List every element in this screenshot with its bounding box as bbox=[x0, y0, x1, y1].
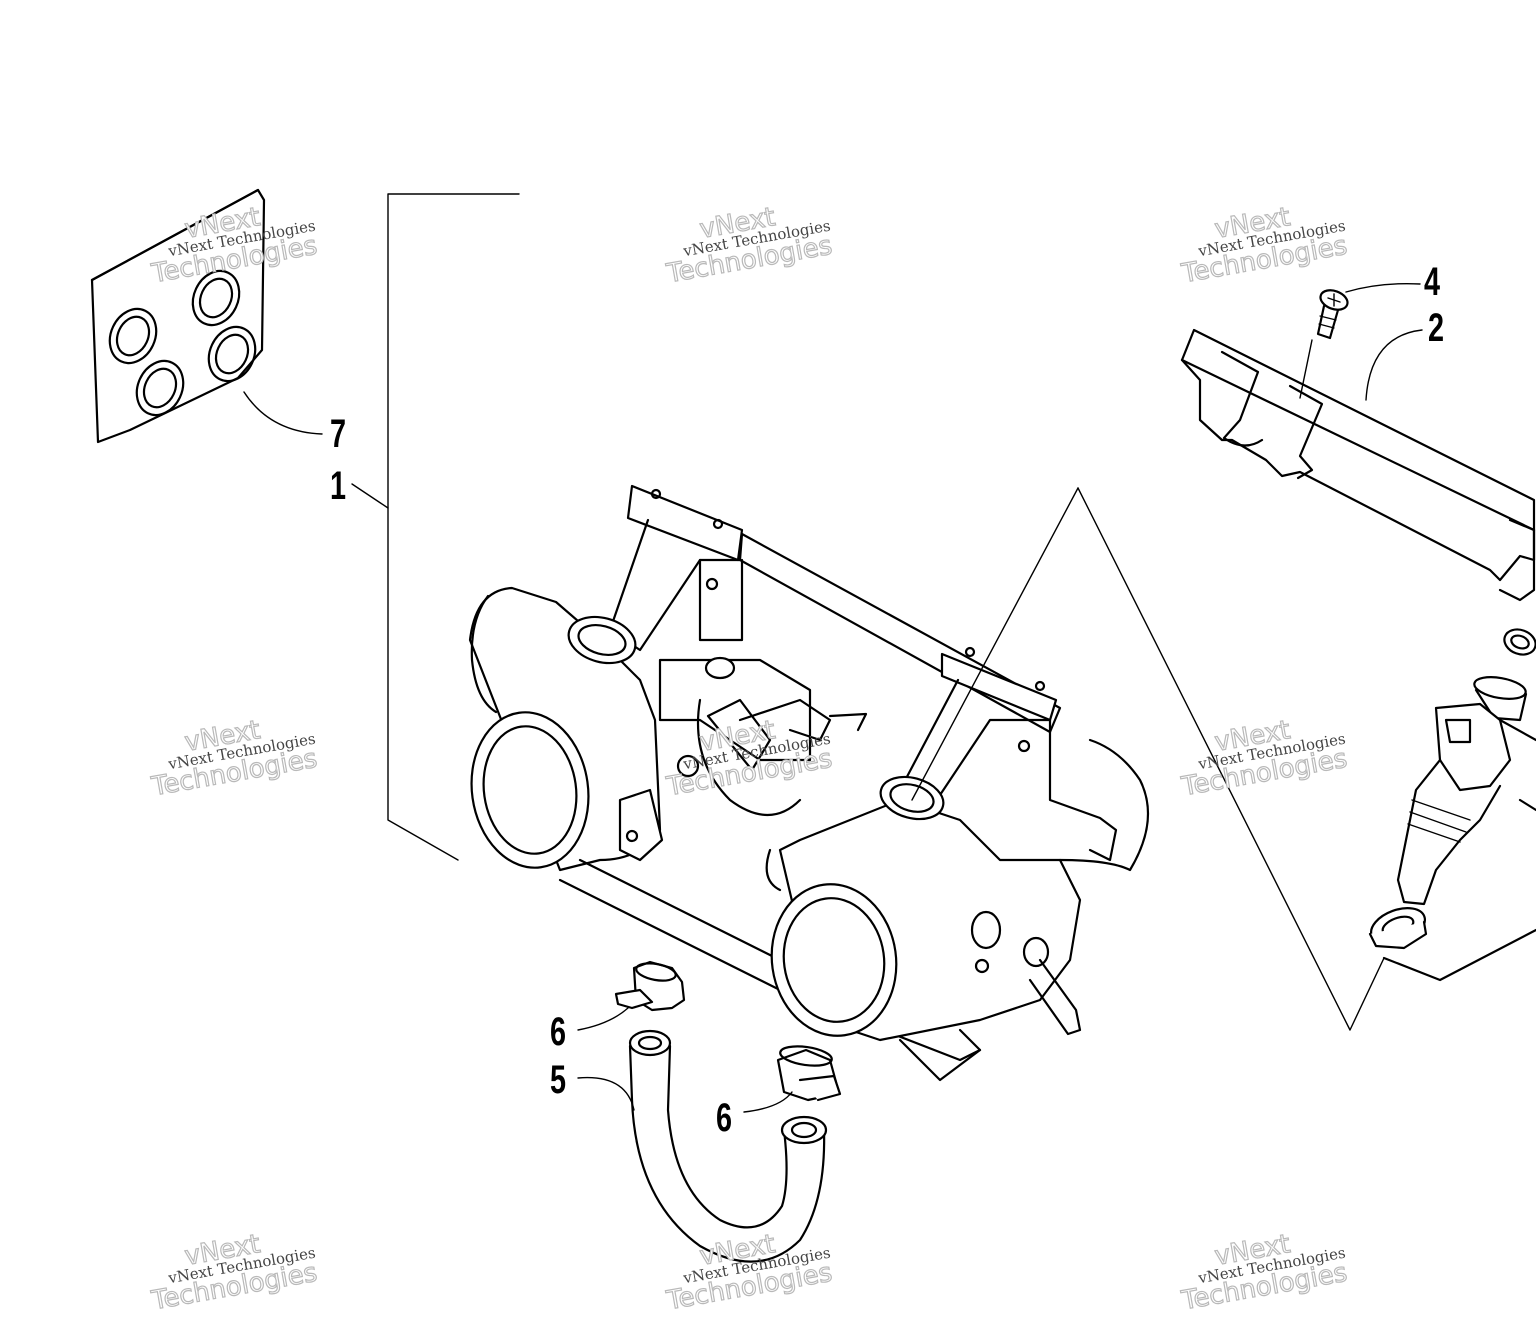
leader-4 bbox=[1346, 284, 1420, 292]
leader-1 bbox=[352, 484, 388, 508]
leader-6a bbox=[578, 1008, 628, 1030]
part-7-oring-plate bbox=[92, 190, 264, 442]
callout-5: 5 bbox=[550, 1058, 567, 1102]
leader-2-to-rail bbox=[1300, 340, 1312, 398]
callout-7: 7 bbox=[330, 412, 347, 456]
part-6-clamp-upper bbox=[616, 961, 684, 1010]
leader-7 bbox=[244, 392, 322, 434]
callout-2: 2 bbox=[1428, 306, 1445, 350]
part-injector bbox=[1366, 625, 1536, 980]
leader-5 bbox=[578, 1078, 634, 1110]
assembly-bracket-right bbox=[1078, 488, 1384, 1030]
part-6-clamp-lower bbox=[778, 1043, 840, 1100]
leader-bracket-inner bbox=[912, 488, 1078, 800]
parts-diagram bbox=[0, 0, 1536, 1280]
assembly-bracket-1 bbox=[388, 194, 519, 860]
callout-1: 1 bbox=[330, 464, 347, 508]
part-4-screw bbox=[1318, 287, 1350, 338]
part-2-fuel-rail bbox=[1182, 330, 1534, 600]
callout-6-upper: 6 bbox=[550, 1010, 567, 1054]
part-5-hose bbox=[630, 1031, 826, 1262]
part-1-throttle-body bbox=[462, 486, 1148, 1080]
callout-4: 4 bbox=[1424, 260, 1441, 304]
callout-6-lower: 6 bbox=[716, 1096, 733, 1140]
leader-6b bbox=[744, 1092, 792, 1112]
leader-2 bbox=[1366, 330, 1422, 400]
